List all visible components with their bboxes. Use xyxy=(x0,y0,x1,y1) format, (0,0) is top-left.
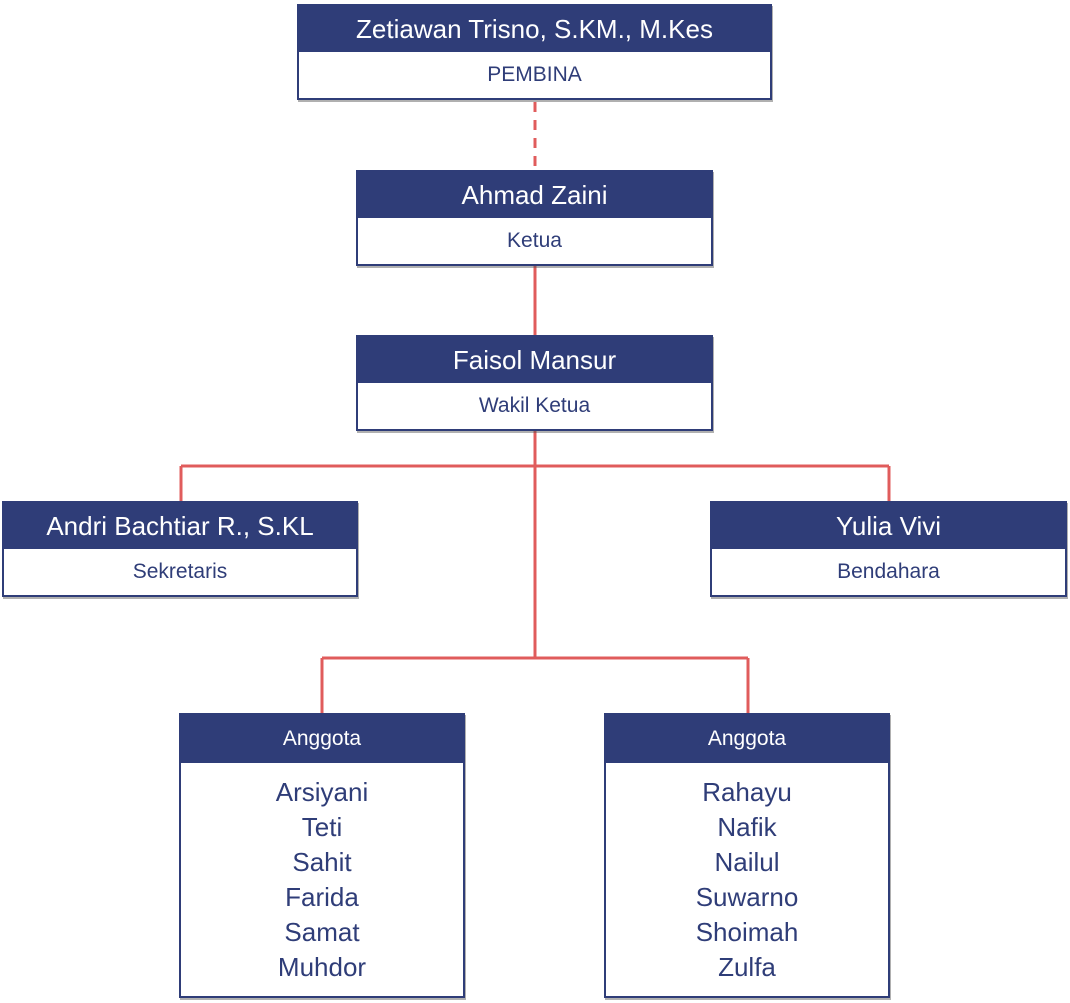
anggota-group-1-members: Arsiyani Teti Sahit Farida Samat Muhdor xyxy=(181,763,463,985)
wakil-ketua-role: Wakil Ketua xyxy=(478,394,591,417)
anggota-group-1-title: Anggota xyxy=(181,715,463,763)
pembina-box: Zetiawan Trisno, S.KM., M.Kes PEMBINA xyxy=(297,4,772,100)
member-item: Shoimah xyxy=(695,917,799,947)
member-item: Teti xyxy=(301,812,343,842)
member-item: Samat xyxy=(284,917,360,947)
member-item: Suwarno xyxy=(695,882,799,912)
bendahara-name: Yulia Vivi xyxy=(712,503,1065,549)
member-item: Nafik xyxy=(717,812,777,842)
member-item: Farida xyxy=(285,882,359,912)
wakil-ketua-box: Faisol Mansur Wakil Ketua xyxy=(356,335,713,431)
member-item: Muhdor xyxy=(277,952,367,982)
sekretaris-name: Andri Bachtiar R., S.KL xyxy=(4,503,356,549)
pembina-name: Zetiawan Trisno, S.KM., M.Kes xyxy=(299,6,770,52)
bendahara-role: Bendahara xyxy=(837,560,940,583)
ketua-role: Ketua xyxy=(507,229,562,252)
anggota-group-2-members: Rahayu Nafik Nailul Suwarno Shoimah Zulf… xyxy=(606,763,888,985)
anggota-group-2-title: Anggota xyxy=(606,715,888,763)
ketua-name: Ahmad Zaini xyxy=(358,172,711,218)
ketua-box: Ahmad Zaini Ketua xyxy=(356,170,713,266)
bendahara-box: Yulia Vivi Bendahara xyxy=(710,501,1067,597)
pembina-role: PEMBINA xyxy=(487,63,582,86)
anggota-group-2: Anggota Rahayu Nafik Nailul Suwarno Shoi… xyxy=(604,713,890,998)
member-item: Zulfa xyxy=(718,952,776,982)
member-item: Rahayu xyxy=(702,777,792,807)
anggota-group-1: Anggota Arsiyani Teti Sahit Farida Samat… xyxy=(179,713,465,998)
member-item: Arsiyani xyxy=(275,777,369,807)
wakil-ketua-name: Faisol Mansur xyxy=(358,337,711,383)
sekretaris-box: Andri Bachtiar R., S.KL Sekretaris xyxy=(2,501,358,597)
member-item: Sahit xyxy=(292,847,352,877)
sekretaris-role: Sekretaris xyxy=(132,560,228,583)
member-item: Nailul xyxy=(714,847,780,877)
